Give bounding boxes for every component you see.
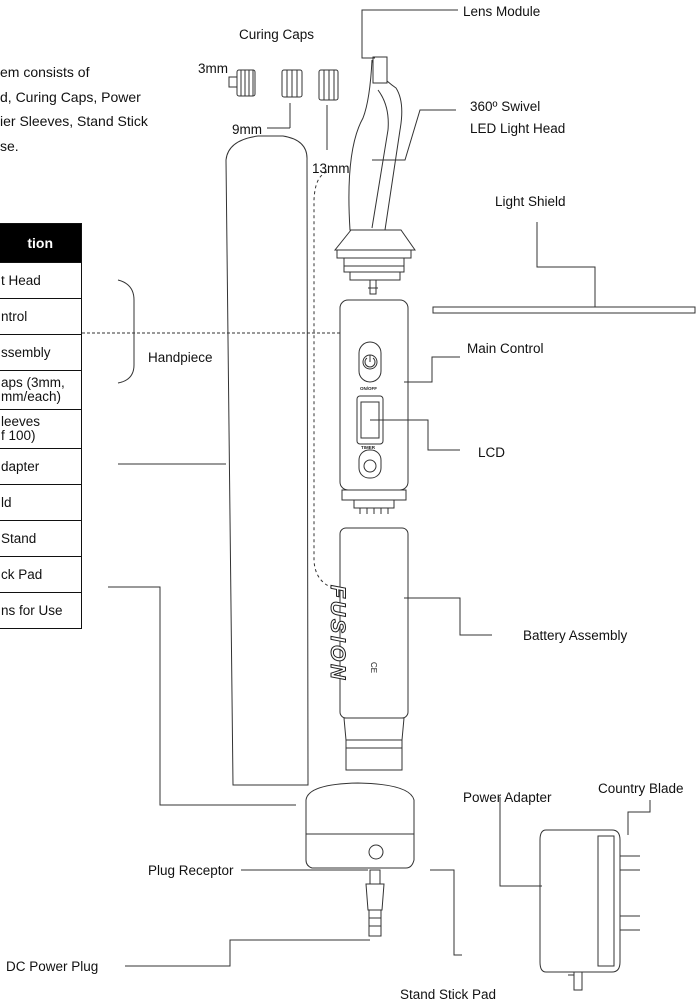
ce-mark: CE: [369, 661, 379, 674]
label-handpiece: Handpiece: [148, 350, 213, 365]
label-swivel-line-2: LED Light Head: [470, 121, 566, 136]
label-country-blade: Country Blade: [598, 781, 684, 796]
parts-row-4-line-2: mm/each): [1, 389, 62, 404]
label-main-control: Main Control: [467, 341, 544, 356]
parts-row-5: leeves f 100): [0, 409, 82, 449]
barrier-sleeve: [225, 135, 309, 786]
label-power-adapter: Power Adapter: [463, 790, 552, 805]
parts-row-4-line-1: aps (3mm,: [1, 375, 65, 390]
on-off-label: ON/OFF: [360, 386, 377, 391]
lens-module: [372, 56, 388, 84]
curing-cap-9mm: [281, 69, 303, 98]
parts-row-6: dapter: [0, 448, 82, 485]
intro-line-2: d, Curing Caps, Power: [0, 88, 141, 105]
label-plug-receptor: Plug Receptor: [148, 863, 234, 878]
intro-line-1: em consists of: [0, 64, 90, 80]
parts-table-header: tion: [0, 223, 82, 263]
label-curing-caps: Curing Caps: [239, 27, 315, 42]
parts-row-1: t Head: [0, 262, 82, 299]
label-swivel-line-1: 360º Swivel: [470, 99, 541, 114]
light-shield: [432, 306, 696, 314]
parts-row-9: ck Pad: [0, 556, 82, 593]
intro-paragraph: em consists of d, Curing Caps, Power ier…: [0, 60, 200, 158]
label-cap-13mm: 13mm: [312, 161, 350, 176]
label-lens-module: Lens Module: [463, 4, 541, 19]
label-light-shield: Light Shield: [495, 194, 566, 209]
timer-button: [358, 449, 382, 479]
charging-stand: [305, 782, 415, 869]
timer-label: TIMER: [361, 445, 375, 450]
parts-row-2: ntrol: [0, 298, 82, 335]
parts-row-4: aps (3mm, mm/each): [0, 370, 82, 410]
label-dc-power-plug: DC Power Plug: [6, 959, 99, 974]
parts-row-8: Stand: [0, 520, 82, 557]
curing-cap-3mm: [228, 69, 256, 97]
parts-row-3: ssembly: [0, 334, 82, 371]
brand-wordmark: FUSION: [326, 585, 350, 683]
parts-row-7: ld: [0, 484, 82, 521]
label-cap-9mm: 9mm: [232, 122, 262, 137]
intro-line-3: ier Sleeves, Stand Stick: [0, 113, 148, 129]
label-battery-assembly: Battery Assembly: [523, 628, 628, 643]
intro-line-4: se.: [0, 137, 19, 154]
parts-row-5-line-1: leeves: [1, 414, 41, 429]
curing-cap-13mm: [318, 69, 339, 101]
contact-pins: [353, 499, 395, 514]
led-light-head: [348, 59, 403, 231]
label-lcd: LCD: [478, 445, 506, 460]
parts-row-5-line-2: f 100): [1, 428, 36, 443]
label-stand-stick-pad: Stand Stick Pad: [400, 987, 497, 1002]
label-cap-3mm: 3mm: [198, 61, 228, 76]
parts-table: tion t Head ntrol ssembly aps (3mm, mm/e…: [0, 223, 82, 629]
plug-receptor: [368, 844, 384, 860]
parts-row-10: ns for Use: [0, 592, 82, 629]
